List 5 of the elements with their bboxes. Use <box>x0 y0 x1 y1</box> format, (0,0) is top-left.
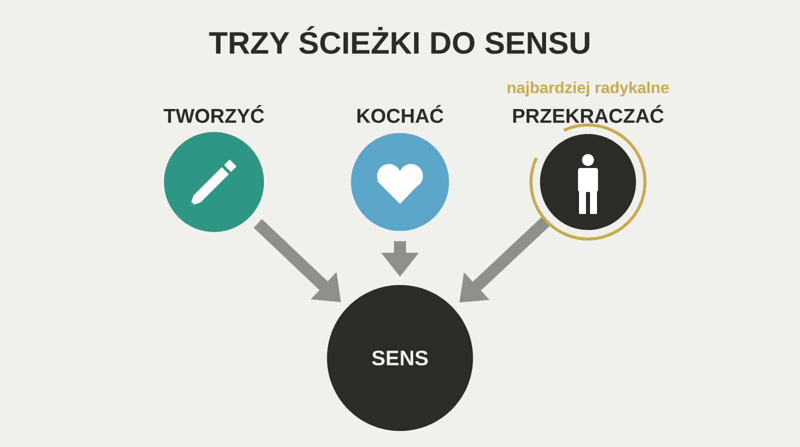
path-label: KOCHAĆ <box>357 105 444 123</box>
path-label: TWORZYĆ <box>164 105 264 123</box>
path-label: PRZEKRACZAĆ <box>513 105 664 123</box>
note-text: najbardziej radykalne <box>508 82 669 96</box>
title: TRZY ŚCIEŻKI DO SENSU <box>209 26 590 54</box>
